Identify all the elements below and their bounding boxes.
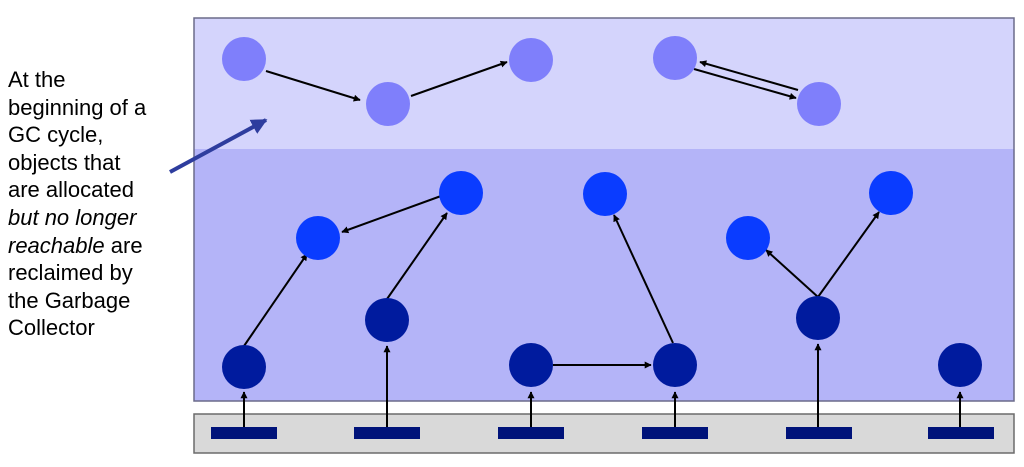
reachable-objects: [296, 171, 913, 260]
reachable-object: [726, 216, 770, 260]
caption-line: the Garbage: [8, 287, 131, 313]
caption-line: reachable are: [8, 232, 188, 260]
root-set-bar: [193, 413, 1015, 454]
rooted-object: [796, 296, 840, 340]
reference-arrow: [699, 60, 799, 91]
caption-line: GC cycle,: [8, 122, 104, 148]
rooted-object: [222, 345, 266, 389]
unreachable-objects: [222, 36, 841, 126]
rooted-objects: [222, 296, 982, 389]
root-references: [240, 343, 964, 427]
root-marker: [928, 427, 994, 439]
reachable-object: [869, 171, 913, 215]
unreachable-region: [194, 18, 1014, 149]
reference-arrow: [817, 211, 880, 298]
root-marker: [498, 427, 564, 439]
caption-line: reclaimed by: [8, 260, 133, 286]
caption-fragment: are: [104, 232, 143, 258]
unreachable-object: [653, 36, 697, 80]
root-marker: [786, 427, 852, 439]
unreachable-object: [222, 37, 266, 81]
caption-line: Collector: [8, 315, 95, 341]
unreachable-object: [509, 38, 553, 82]
reference-arrow: [341, 195, 442, 234]
unreachable-object: [366, 82, 410, 126]
heap-border: [193, 17, 1015, 402]
caption-italic: reachable: [8, 232, 105, 258]
root-marker: [354, 427, 420, 439]
root-marker: [642, 427, 708, 439]
reference-arrow: [265, 70, 361, 102]
reference-arrow: [693, 68, 797, 100]
root-markers: [211, 427, 994, 439]
caption-line: are allocated: [8, 177, 134, 203]
reachable-object: [583, 172, 627, 216]
caption-line: beginning of a: [8, 94, 147, 120]
caption-line: At the: [8, 67, 66, 92]
caption-line: objects that: [8, 149, 121, 175]
reachable-object: [439, 171, 483, 215]
reference-arrow: [410, 60, 508, 97]
unreachable-object: [797, 82, 841, 126]
root-marker: [211, 427, 277, 439]
caption-line: but no longer: [8, 204, 188, 232]
rooted-object: [365, 298, 409, 342]
reference-arrow: [386, 212, 448, 300]
rooted-object: [653, 343, 697, 387]
rooted-object: [938, 343, 982, 387]
reachable-object: [296, 216, 340, 260]
reference-arrow: [243, 253, 308, 347]
rooted-object: [509, 343, 553, 387]
reference-arrow: [765, 249, 819, 298]
caption-text: At the beginning of a GC cycle, objects …: [8, 66, 188, 342]
caption-italic: but no longer: [8, 204, 137, 230]
object-references: [243, 60, 880, 369]
reference-arrow: [613, 214, 674, 344]
caption-pointer-arrow: [169, 118, 268, 174]
